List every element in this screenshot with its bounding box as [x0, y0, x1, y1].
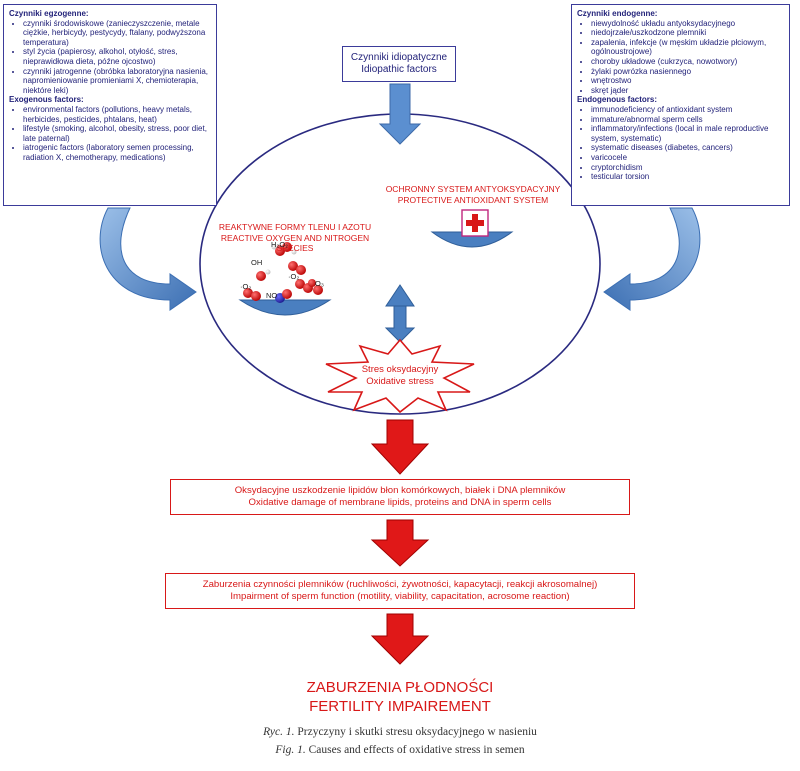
ros-stress-double-arrow	[384, 284, 416, 343]
outcome-en: FERTILITY IMPAIREMENT	[309, 698, 491, 715]
list-item: immature/abnormal sperm cells	[591, 115, 784, 125]
endogenous-en-heading: Endogenous factors:	[577, 95, 658, 105]
ros-pl: REAKTYWNE FORMY TLENU I AZOTU	[218, 222, 372, 232]
molecule-o3: O₃	[315, 279, 324, 288]
sperm-function-box: Zaburzenia czynności plemników (ruchliwo…	[165, 573, 635, 609]
molecule-h2o2: H₂O₂	[271, 240, 289, 249]
ros-en: REACTIVE OXYGEN AND NITROGEN SPECIES	[220, 232, 370, 254]
exogenous-curved-arrow	[99, 207, 197, 311]
list-item: czynniki środowiskowe (zanieczyszczenie,…	[23, 19, 211, 48]
exogenous-factors-box: Czynniki egzogenne: czynniki środowiskow…	[3, 4, 217, 206]
oxidative-damage-box: Oksydacyjne uszkodzenie lipidów błon kom…	[170, 479, 630, 515]
oxidative-stress-label: Stres oksydacyjny Oxidative stress	[330, 364, 470, 388]
endogenous-pl-heading: Czynniki endogenne:	[577, 9, 658, 18]
caption-pl-text: Przyczyny i skutki stresu oksydacyjnego …	[297, 726, 537, 738]
list-item: niewydolność układu antyoksydacyjnego	[591, 19, 784, 29]
endogenous-curved-arrow	[603, 207, 701, 311]
fertility-impairment-label: ZABURZENIA PŁODNOŚCI FERTILITY IMPAIREME…	[200, 678, 600, 716]
endogenous-pl-list: niewydolność układu antyoksydacyjnego ni…	[577, 19, 784, 96]
red-arrow-3	[370, 613, 430, 665]
molecule-oh: OH	[251, 258, 263, 267]
caption-en-text: Causes and effects of oxidative stress i…	[308, 744, 525, 756]
molecule-o2-b: ·O₂	[240, 282, 252, 291]
caption-pl-label: Ryc. 1.	[263, 726, 295, 738]
antioxidant-pl: OCHRONNY SYSTEM ANTYOKSYDACYJNY	[385, 184, 561, 194]
exogenous-en-heading: Exogenous factors:	[9, 95, 84, 105]
list-item: skręt jąder	[591, 86, 784, 96]
caption-en: Fig. 1. Causes and effects of oxidative …	[0, 744, 800, 756]
exogenous-pl-heading: Czynniki egzogenne:	[9, 9, 89, 18]
list-item: varicocele	[591, 153, 784, 163]
caption-pl: Ryc. 1. Przyczyny i skutki stresu oksyda…	[0, 726, 800, 738]
function-en: Impairment of sperm function (motility, …	[230, 591, 570, 602]
caption-en-label: Fig. 1.	[275, 744, 306, 756]
list-item: lifestyle (smoking, alcohol, obesity, st…	[23, 124, 211, 143]
molecule-no: NO	[266, 291, 278, 300]
damage-pl: Oksydacyjne uszkodzenie lipidów błon kom…	[234, 485, 566, 496]
ros-label: REAKTYWNE FORMY TLENU I AZOTU REACTIVE O…	[210, 222, 380, 254]
idiopathic-en: Idiopathic factors	[361, 64, 437, 75]
list-item: cryptorchidism	[591, 163, 784, 173]
function-pl: Zaburzenia czynności plemników (ruchliwo…	[202, 579, 598, 590]
stress-en: Oxidative stress	[366, 376, 434, 387]
list-item: czynniki jatrogenne (obróbka laboratoryj…	[23, 67, 211, 96]
red-arrow-1	[370, 419, 430, 475]
list-item: inflammatory/infections (local in male r…	[591, 124, 784, 143]
idiopathic-factors-box: Czynniki idiopatyczne Idiopathic factors	[342, 46, 456, 82]
list-item: zapalenia, infekcje (w męskim układzie p…	[591, 38, 784, 57]
antioxidant-en: PROTECTIVE ANTIOXIDANT SYSTEM	[397, 194, 549, 205]
idiopathic-pl: Czynniki idiopatyczne	[350, 52, 448, 63]
list-item: styl życia (papierosy, alkohol, otyłość,…	[23, 47, 211, 66]
stress-pl: Stres oksydacyjny	[361, 364, 439, 375]
antioxidant-icon	[430, 209, 514, 248]
antioxidant-label: OCHRONNY SYSTEM ANTYOKSYDACYJNY PROTECTI…	[366, 184, 580, 205]
molecule-o2: ·O₂	[288, 272, 300, 281]
list-item: iatrogenic factors (laboratory semen pro…	[23, 143, 211, 162]
list-item: environmental factors (pollutions, heavy…	[23, 105, 211, 124]
exogenous-en-list: environmental factors (pollutions, heavy…	[9, 105, 211, 163]
list-item: żylaki powrózka nasiennego	[591, 67, 784, 77]
list-item: wnętrostwo	[591, 76, 784, 86]
list-item: testicular torsion	[591, 172, 784, 182]
list-item: niedojrzałe/uszkodzone plemniki	[591, 28, 784, 38]
list-item: systematic diseases (diabetes, cancers)	[591, 143, 784, 153]
damage-en: Oxidative damage of membrane lipids, pro…	[248, 497, 552, 508]
list-item: choroby układowe (cukrzyca, nowotwory)	[591, 57, 784, 67]
endogenous-factors-box: Czynniki endogenne: niewydolność układu …	[571, 4, 790, 206]
ros-molecules-icon	[238, 242, 332, 316]
outcome-pl: ZABURZENIA PŁODNOŚCI	[306, 679, 494, 696]
exogenous-pl-list: czynniki środowiskowe (zanieczyszczenie,…	[9, 19, 211, 96]
red-arrow-2	[370, 519, 430, 567]
list-item: immunodeficiency of antioxidant system	[591, 105, 784, 115]
idiopathic-arrow	[378, 83, 422, 145]
endogenous-en-list: immunodeficiency of antioxidant system i…	[577, 105, 784, 182]
oxidative-stress-burst	[325, 338, 475, 414]
